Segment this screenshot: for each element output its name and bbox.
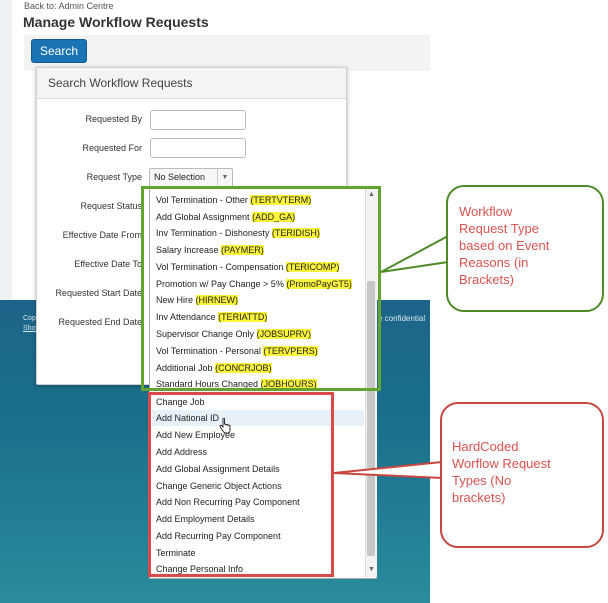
requested-by-input[interactable] [150,110,246,130]
list-item[interactable]: Additional Job (CONCRJOB) [156,363,272,373]
list-item[interactable]: Add Non Recurring Pay Component [156,497,300,507]
list-item[interactable]: Change Generic Object Actions [156,481,282,491]
list-item[interactable]: Promotion w/ Pay Change > 5% (PromoPayGT… [156,279,352,289]
list-item[interactable]: Vol Termination - Compensation (TERICOMP… [156,262,340,272]
request-type-value: No Selection [154,172,206,182]
list-item[interactable]: Add Employment Details [156,514,255,524]
panel-title: Search Workflow Requests [48,76,193,90]
list-item[interactable]: Add National ID [156,413,220,423]
list-item[interactable]: Inv Attendance (TERIATTD) [156,312,268,322]
green-callout [446,185,604,312]
footer-confidential: e confidential [378,314,426,323]
hardcoded-annotation-box [148,392,334,577]
search-bar [24,35,430,71]
list-item[interactable]: Add Global Assignment Details [156,464,280,474]
effective-date-to-label: Effective Date To [74,259,142,269]
red-callout [440,402,604,548]
panel-header: Search Workflow Requests [37,68,346,99]
hover-highlight [152,410,364,426]
list-item[interactable]: Inv Termination - Dishonesty (TERIDISH) [156,228,320,238]
list-item[interactable]: Change Job [156,397,205,407]
scroll-down-icon[interactable]: ▼ [368,566,375,573]
list-item[interactable]: Add Recurring Pay Component [156,531,281,541]
request-type-select[interactable]: No Selection ▼ [149,168,233,187]
scroll-thumb[interactable] [367,281,375,556]
back-link[interactable]: Back to: Admin Centre [24,1,114,11]
footer-links: Copy Show [23,314,41,334]
list-item[interactable]: Change Personal Info [156,564,244,574]
list-item[interactable]: Terminate [156,548,196,558]
list-item[interactable]: Salary Increase (PAYMER) [156,245,264,255]
request-type-label: Request Type [86,172,142,182]
list-item[interactable]: Vol Termination - Personal (TERVPERS) [156,346,318,356]
list-item[interactable]: Standard Hours Changed (JOBHOURS) [156,379,317,389]
red-callout-text: HardCoded Worflow Request Types (No brac… [452,439,551,505]
requested-for-input[interactable] [150,138,246,158]
scroll-up-icon[interactable]: ▲ [368,191,375,198]
footer-copyright: Copy [23,315,40,322]
chevron-down-icon[interactable]: ▼ [217,169,232,186]
requested-end-date-label: Requested End Date [58,317,142,327]
list-item[interactable]: Vol Termination - Other (TERTVTERM) [156,195,312,205]
request-status-label: Request Status [80,201,142,211]
dropdown-scrollbar[interactable]: ▲ ▼ [365,189,377,577]
list-item[interactable]: Add Global Assignment (ADD_GA) [156,212,296,222]
list-item[interactable]: Add Address [156,447,208,457]
search-button[interactable]: Search [31,39,87,63]
footer-show-link[interactable]: Show [23,325,41,332]
list-item[interactable]: Add New Employee [156,430,236,440]
event-reason-annotation-box [141,186,381,391]
request-type-dropdown[interactable]: Vol Termination - Other (TERTVTERM) Add … [149,187,377,579]
page-title: Manage Workflow Requests [23,14,209,30]
list-item[interactable]: New Hire (HIRNEW) [156,295,239,305]
green-callout-text: Workflow Request Type based on Event Rea… [459,204,550,287]
requested-for-label: Requested For [82,143,142,153]
hand-cursor-icon [219,418,231,434]
effective-date-from-label: Effective Date From [62,230,142,240]
list-item[interactable]: Supervisor Change Only (JOBSUPRV) [156,329,311,339]
requested-start-date-label: Requested Start Date [55,288,142,298]
requested-by-label: Requested By [85,114,142,124]
